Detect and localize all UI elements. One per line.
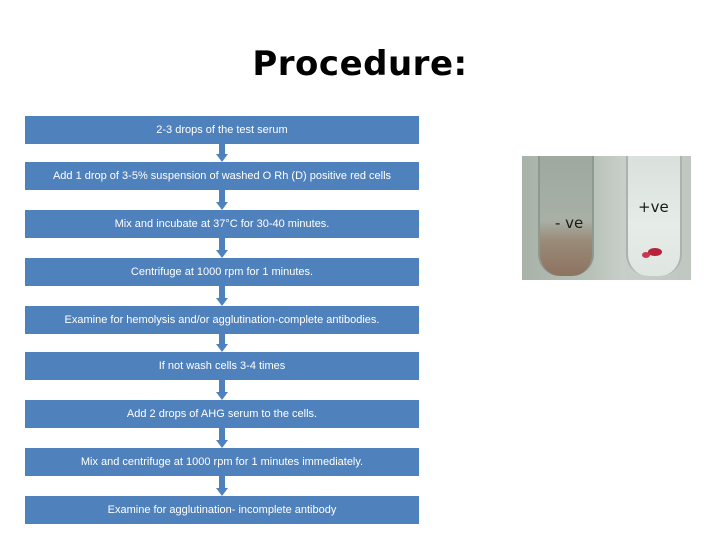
positive-label: +ve [638, 198, 669, 216]
agglutinate-pellet [642, 252, 650, 258]
down-arrow-icon [216, 190, 228, 210]
step-box-2: Add 1 drop of 3-5% suspension of washed … [25, 162, 419, 190]
down-arrow-icon [216, 286, 228, 306]
down-arrow-icon [216, 144, 228, 162]
step-box-7: Add 2 drops of AHG serum to the cells. [25, 400, 419, 428]
step-box-6: If not wash cells 3-4 times [25, 352, 419, 380]
step-box-1: 2-3 drops of the test serum [25, 116, 419, 144]
negative-tube [538, 156, 594, 276]
step-box-5: Examine for hemolysis and/or agglutinati… [25, 306, 419, 334]
down-arrow-icon [216, 334, 228, 352]
step-box-4: Centrifuge at 1000 rpm for 1 minutes. [25, 258, 419, 286]
down-arrow-icon [216, 476, 228, 496]
test-tube-photo [522, 156, 691, 280]
positive-tube [626, 156, 682, 276]
step-box-3: Mix and incubate at 37°C for 30-40 minut… [25, 210, 419, 238]
step-box-8: Mix and centrifuge at 1000 rpm for 1 min… [25, 448, 419, 476]
negative-label: - ve [555, 214, 584, 232]
down-arrow-icon [216, 428, 228, 448]
agglutinate-pellet [648, 248, 662, 256]
step-box-9: Examine for agglutination- incomplete an… [25, 496, 419, 524]
page-title: Procedure: [252, 44, 468, 84]
down-arrow-icon [216, 238, 228, 258]
down-arrow-icon [216, 380, 228, 400]
